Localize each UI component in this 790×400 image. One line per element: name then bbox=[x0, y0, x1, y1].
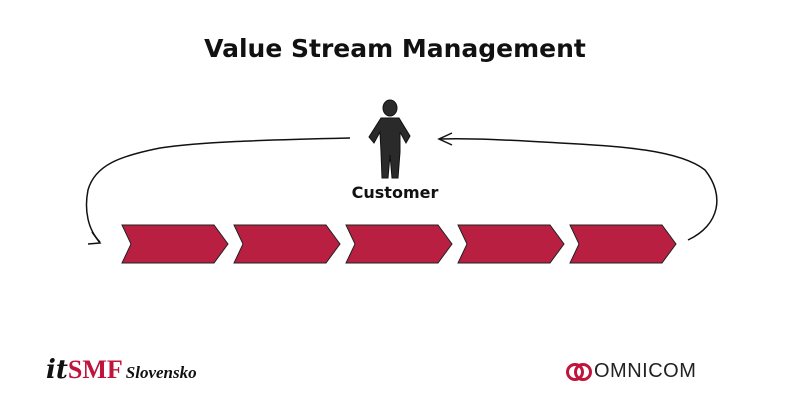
arrowhead-right bbox=[437, 132, 453, 146]
itsmf-logo-it: it bbox=[46, 355, 68, 385]
omnicom-logo-text: OMNICOM bbox=[594, 360, 697, 382]
stage-chevron bbox=[233, 224, 341, 264]
stage-chevron bbox=[345, 224, 453, 264]
stage-chevron bbox=[457, 224, 565, 264]
omnicom-logo: OMNICOM bbox=[566, 360, 696, 383]
stage-chevron bbox=[569, 224, 677, 264]
feedback-arrow-right bbox=[439, 137, 718, 241]
customer-label: Customer bbox=[351, 183, 439, 202]
stage-chevron bbox=[121, 224, 229, 264]
arrowhead-left bbox=[87, 231, 102, 245]
value-stream-stages bbox=[121, 224, 677, 264]
itsmf-logo-region: Slovensko bbox=[125, 363, 197, 382]
feedback-arrow-left bbox=[85, 137, 351, 243]
omnicom-mark-icon bbox=[566, 362, 592, 381]
customer-person-icon bbox=[368, 99, 411, 179]
itsmf-logo-smf: SMF bbox=[67, 355, 123, 384]
diagram-title: Value Stream Management bbox=[204, 34, 586, 63]
